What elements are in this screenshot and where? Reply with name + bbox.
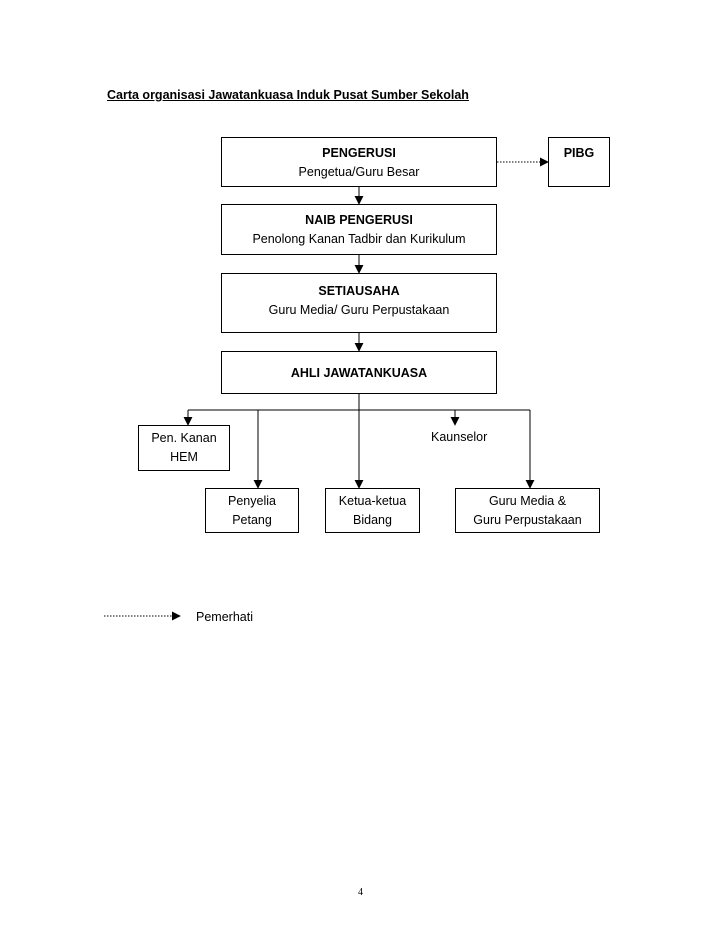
pen-kanan-line1: Pen. Kanan (151, 431, 217, 445)
box-penyelia-petang: Penyelia Petang (205, 488, 299, 533)
pengerusi-title: PENGERUSI (322, 146, 396, 160)
box-ketua-bidang: Ketua-ketua Bidang (325, 488, 420, 533)
pen-kanan-line2: HEM (170, 450, 198, 464)
penyelia-line2: Petang (232, 513, 272, 527)
box-ahli-jawatankuasa: AHLI JAWATANKUASA (221, 351, 497, 394)
penyelia-line1: Penyelia (228, 494, 276, 508)
box-naib-pengerusi: NAIB PENGERUSI Penolong Kanan Tadbir dan… (221, 204, 497, 255)
box-pengerusi: PENGERUSI Pengetua/Guru Besar (221, 137, 497, 187)
naib-subtitle: Penolong Kanan Tadbir dan Kurikulum (252, 232, 466, 246)
ketua-line2: Bidang (353, 513, 392, 527)
box-setiausaha: SETIAUSAHA Guru Media/ Guru Perpustakaan (221, 273, 497, 333)
box-guru-media: Guru Media & Guru Perpustakaan (455, 488, 600, 533)
legend-label: Pemerhati (196, 610, 253, 624)
box-pen-kanan: Pen. Kanan HEM (138, 425, 230, 471)
ketua-line1: Ketua-ketua (338, 494, 407, 508)
kaunselor-label: Kaunselor (431, 430, 488, 444)
guru-media-line2: Guru Perpustakaan (473, 513, 582, 527)
chart-title: Carta organisasi Jawatankuasa Induk Pusa… (107, 88, 469, 102)
guru-media-line1: Guru Media & (488, 494, 567, 508)
pengerusi-subtitle: Pengetua/Guru Besar (298, 165, 420, 179)
setiausaha-subtitle: Guru Media/ Guru Perpustakaan (268, 303, 450, 317)
page-number: 4 (358, 887, 363, 898)
box-pibg: PIBG (548, 137, 610, 187)
naib-title: NAIB PENGERUSI (305, 213, 413, 227)
setiausaha-title: SETIAUSAHA (318, 284, 400, 298)
ahli-title: AHLI JAWATANKUASA (290, 366, 428, 380)
pibg-title: PIBG (563, 146, 595, 160)
